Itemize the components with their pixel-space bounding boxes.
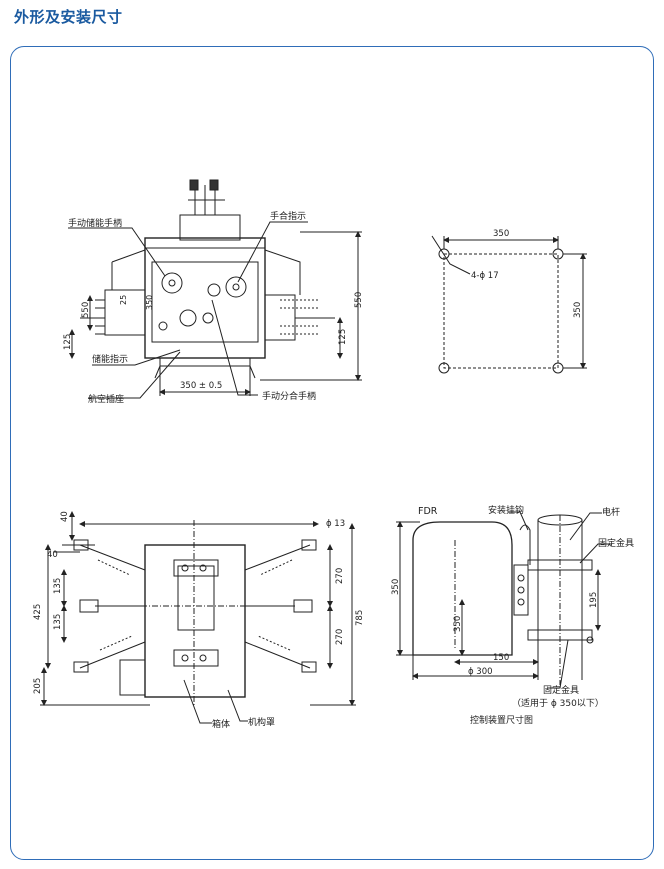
label-mount-hook: 安装挂钩	[488, 504, 524, 516]
label-pole: 电杆	[602, 506, 620, 518]
ctrl-dim-350-left: 350	[391, 579, 401, 595]
content-frame	[10, 46, 654, 860]
controller-cabinet	[412, 521, 513, 656]
right-insulator	[264, 249, 335, 341]
label-fixing-clamp-bottom: 固定金具	[543, 684, 579, 696]
dim-350-bottom: 350 ± 0.5	[180, 381, 222, 391]
ctrl-dim-150: 150	[493, 653, 509, 663]
dim-270-a: 270	[335, 568, 345, 584]
storage-handle-dial	[161, 272, 183, 294]
top-view-drawing	[40, 511, 356, 724]
ctrl-dim-phi300: ϕ 300	[468, 667, 493, 677]
dim-135-a: 135	[53, 578, 63, 594]
box-body	[144, 544, 246, 698]
dim-550-right: 550	[354, 292, 364, 308]
front-view-drawing	[68, 179, 362, 399]
controller-drawing	[396, 511, 612, 689]
main-housing	[144, 237, 266, 359]
label-mech-cover: 机构罩	[248, 716, 275, 728]
label-fixing-clamp: 固定金具	[598, 537, 634, 549]
label-storage-indicator: 储能指示	[92, 353, 128, 365]
label-manual-close-indicator: 手合指示	[270, 210, 306, 222]
dim-270-b: 270	[335, 629, 345, 645]
hole-dim-height: 350	[573, 302, 583, 318]
top-view-insulators	[73, 539, 317, 673]
mount-hole-drawing	[431, 235, 587, 374]
dim-phi13: ϕ 13	[326, 519, 345, 529]
page-title: 外形及安装尺寸	[14, 8, 123, 26]
dim-425: 425	[33, 604, 43, 620]
dim-135-b: 135	[53, 614, 63, 630]
label-box: 箱体	[212, 718, 230, 730]
dim-125-right: 125	[338, 329, 348, 345]
dim-785: 785	[355, 610, 365, 626]
hole-dim-width: 350	[493, 229, 509, 239]
close-indicator-dial	[225, 276, 247, 298]
dim-40-left: 40	[47, 550, 58, 560]
top-terminal	[179, 179, 241, 241]
dim-125-left: 125	[63, 334, 73, 350]
dim-40-top: 40	[60, 511, 70, 522]
dim-25: 25	[119, 295, 128, 305]
label-manual-open-close-handle: 手动分合手柄	[262, 390, 316, 402]
pole	[537, 520, 583, 680]
label-fdr: FDR	[418, 506, 438, 517]
ctrl-dim-195: 195	[589, 592, 599, 608]
ctrl-dim-350-inner: 350	[453, 616, 463, 632]
mechanism-panel	[151, 261, 259, 343]
dim-550-left: 550	[81, 302, 91, 318]
hole-spec: 4-ϕ 17	[471, 271, 499, 281]
controller-caption: 控制装置尺寸图	[470, 714, 533, 726]
label-aviation-socket: 航空插座	[88, 393, 124, 405]
label-manual-storage-handle: 手动储能手柄	[68, 217, 122, 229]
label-applicable: （适用于 ϕ 350以下）	[512, 698, 604, 709]
dim-205: 205	[33, 678, 43, 694]
dim-350-inner: 350	[145, 295, 154, 310]
